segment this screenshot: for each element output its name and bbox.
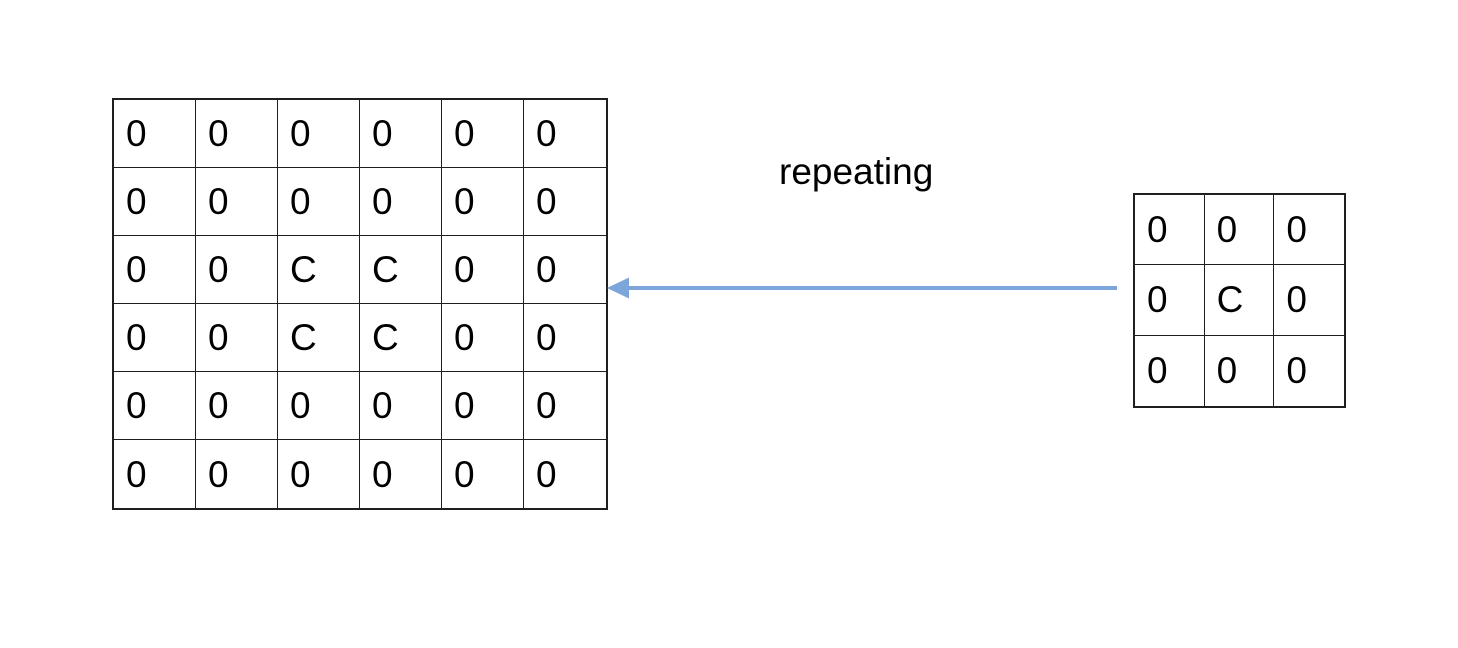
grid-cell: 0 (114, 236, 196, 304)
grid-cell: 0 (442, 236, 524, 304)
arrow-label: repeating (779, 151, 934, 192)
grid-cell: 0 (1274, 195, 1344, 266)
grid-cell: 0 (196, 100, 278, 168)
grid-cell: 0 (442, 100, 524, 168)
grid-cell: 0 (442, 304, 524, 372)
grid-cell: 0 (360, 168, 442, 236)
grid-cell: 0 (1135, 335, 1205, 406)
grid-cell: 0 (278, 372, 360, 440)
grid-cell: 0 (114, 168, 196, 236)
grid-cell: 0 (196, 168, 278, 236)
grid-cell: 0 (278, 440, 360, 508)
grid-cell: 0 (196, 304, 278, 372)
grid-cell: 0 (360, 100, 442, 168)
grid-cell: C (360, 236, 442, 304)
grid-cell: 0 (114, 440, 196, 508)
grid-cell: 0 (196, 236, 278, 304)
grid-cell: 0 (114, 372, 196, 440)
grid-cell: 0 (1135, 195, 1205, 266)
grid-cell: 0 (114, 100, 196, 168)
arrow-head-icon (607, 277, 629, 299)
grid-cell: C (278, 304, 360, 372)
grid-cell: 0 (1204, 335, 1275, 406)
grid-cell: 0 (278, 100, 360, 168)
grid-cell: 0 (442, 440, 524, 508)
grid-cell: 0 (196, 440, 278, 508)
grid-cell: 0 (360, 372, 442, 440)
grid-cell: 0 (1135, 265, 1205, 336)
grid-cell: 0 (524, 440, 606, 508)
grid-cell: 0 (360, 440, 442, 508)
grid-cell: 0 (114, 304, 196, 372)
grid-cell: C (1204, 265, 1275, 336)
grid-cell: C (278, 236, 360, 304)
grid-cell: 0 (442, 168, 524, 236)
grid-cell: 0 (196, 372, 278, 440)
grid-cell: C (360, 304, 442, 372)
grid-cell: 0 (1204, 195, 1275, 266)
grid-cell: 0 (524, 372, 606, 440)
grid-cell: 0 (524, 168, 606, 236)
grid-cell: 0 (1274, 335, 1344, 406)
grid-cell: 0 (442, 372, 524, 440)
grid-cell: 0 (524, 236, 606, 304)
grid-cell: 0 (524, 100, 606, 168)
grid-cell: 0 (1274, 265, 1344, 336)
grid-cell: 0 (524, 304, 606, 372)
grid-cell: 0 (278, 168, 360, 236)
